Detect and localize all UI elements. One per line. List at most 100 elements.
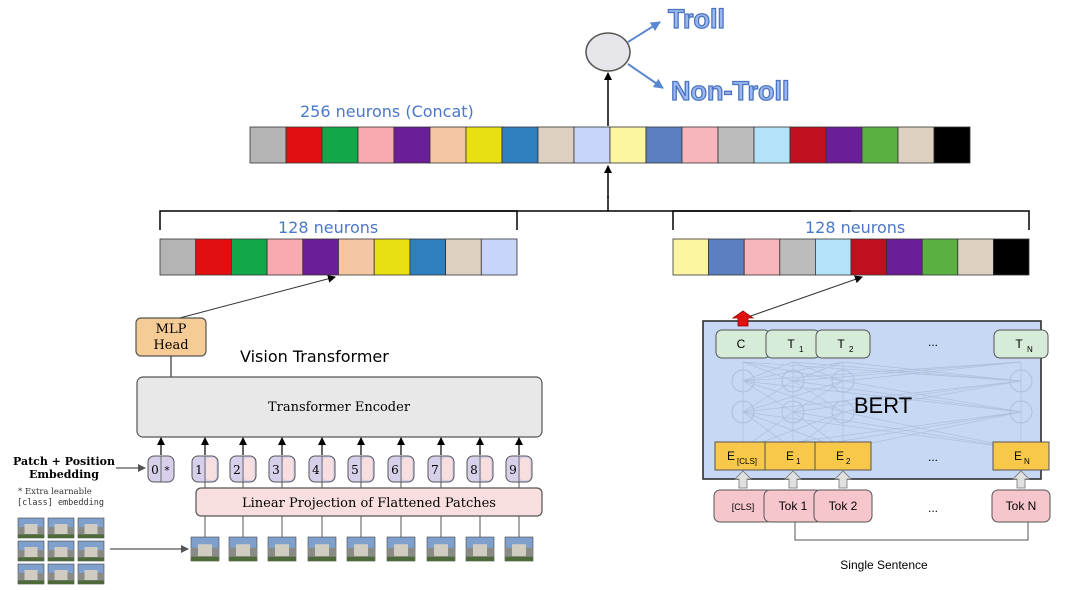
source-patch-facade bbox=[84, 524, 98, 534]
concat-cell bbox=[573, 126, 611, 164]
right-branch-cell bbox=[850, 238, 887, 276]
left-branch-cell bbox=[480, 238, 518, 276]
vit-patch-embedding bbox=[244, 458, 254, 480]
source-patch-ground bbox=[48, 580, 74, 584]
flattened-patch-facade bbox=[354, 544, 368, 557]
bert-output-label: T bbox=[787, 337, 795, 351]
source-patch-ground bbox=[18, 534, 44, 538]
right-branch-vector bbox=[672, 238, 1030, 276]
concat-cell bbox=[789, 126, 827, 164]
left-branch-cell bbox=[445, 238, 482, 276]
bert-connection bbox=[742, 380, 794, 413]
bert-embedding-label: E bbox=[786, 449, 794, 463]
vit-position-index: 7 bbox=[431, 463, 439, 477]
vit-title: Vision Transformer bbox=[240, 347, 389, 366]
concat-cell bbox=[897, 126, 935, 164]
bert-output-ellipsis: ... bbox=[928, 335, 938, 349]
source-patch-ground bbox=[78, 534, 104, 538]
troll-label: Troll bbox=[668, 4, 725, 34]
concat-cell bbox=[861, 126, 899, 164]
vit-patch-embedding bbox=[323, 458, 333, 480]
bert-input-token-label: [CLS] bbox=[732, 502, 755, 512]
mlp-head-label-line1: MLP bbox=[156, 322, 187, 337]
bert-connection bbox=[792, 361, 1022, 382]
bert-embedding-box bbox=[764, 441, 822, 471]
mlp-head-label-line2: Head bbox=[153, 338, 188, 353]
extra-learnable-note: * Extra learnable bbox=[18, 487, 92, 497]
left-branch-cell bbox=[230, 238, 268, 276]
bert-connection bbox=[842, 380, 1022, 413]
flattened-patch-facade bbox=[434, 544, 448, 557]
bert-input-arrow-icon bbox=[834, 470, 852, 489]
left-branch-cell bbox=[373, 238, 411, 276]
source-patch-ground bbox=[48, 534, 74, 538]
bert-input-ellipsis: ... bbox=[928, 501, 938, 515]
flattened-patch-facade bbox=[236, 544, 250, 557]
vit-position-index: 4 bbox=[312, 463, 320, 477]
flattened-patch-facade bbox=[512, 544, 526, 557]
bert-connection bbox=[792, 380, 844, 413]
source-patch-ground bbox=[18, 580, 44, 584]
bert-output-subscript: N bbox=[1027, 345, 1033, 354]
single-sentence-label: Single Sentence bbox=[840, 558, 928, 572]
right-branch-cell bbox=[886, 238, 923, 276]
concat-cell bbox=[285, 126, 323, 164]
concat-cell bbox=[465, 126, 503, 164]
flattened-patch-row bbox=[190, 516, 534, 562]
concat-cell bbox=[393, 126, 431, 164]
vit-patch-embedding bbox=[481, 458, 491, 480]
right-branch-label: 128 neurons bbox=[805, 218, 905, 237]
concat-cell bbox=[357, 126, 395, 164]
bert-output-subscript: 2 bbox=[849, 345, 854, 354]
right-branch-cell bbox=[957, 238, 994, 276]
concat-cell bbox=[429, 126, 467, 164]
vit-patch-embedding bbox=[520, 458, 530, 480]
output-neuron bbox=[585, 32, 631, 72]
bert-embedding-box bbox=[992, 441, 1050, 471]
right-branch-cell bbox=[672, 238, 709, 276]
concat-cell bbox=[645, 126, 683, 164]
source-image-patch-grid bbox=[17, 517, 105, 585]
bert-embedding-box bbox=[714, 441, 772, 471]
mlp-to-vector-arrow bbox=[171, 274, 336, 321]
vit-position-index: 8 bbox=[470, 463, 478, 477]
bert-input-token-label: Tok N bbox=[1006, 499, 1037, 513]
source-patch-ground bbox=[78, 557, 104, 561]
concat-cell bbox=[681, 126, 719, 164]
flattened-patch-facade bbox=[275, 544, 289, 557]
vit-patch-embedding bbox=[283, 458, 293, 480]
flattened-patch-ground bbox=[308, 556, 336, 561]
concat-cell bbox=[753, 126, 791, 164]
non-troll-label: Non-Troll bbox=[671, 76, 789, 106]
left-branch-cell bbox=[302, 238, 339, 276]
source-patch-ground bbox=[78, 580, 104, 584]
single-sentence-bracket bbox=[794, 522, 1029, 541]
concat-cell bbox=[609, 126, 647, 164]
bert-input-token-box bbox=[991, 489, 1051, 523]
concat-vector bbox=[249, 126, 971, 164]
right-branch-cell bbox=[708, 238, 745, 276]
bert-output-box bbox=[993, 329, 1049, 359]
bert-embedding-label: E bbox=[1014, 449, 1022, 463]
patch-position-label-line2: Embedding bbox=[29, 468, 99, 481]
troll-arrow bbox=[627, 21, 661, 43]
bert-connection bbox=[792, 380, 1022, 413]
patch-position-label-line1: Patch + Position bbox=[13, 455, 115, 468]
bert-embedding-subscript: N bbox=[1024, 457, 1030, 466]
bert-connection bbox=[742, 380, 1022, 413]
concat-cell bbox=[825, 126, 863, 164]
flattened-patch-facade bbox=[473, 544, 487, 557]
vit-position-index: 2 bbox=[233, 463, 241, 477]
bert-embedding-label: E bbox=[727, 449, 735, 463]
vit-patch-embedding bbox=[362, 458, 372, 480]
source-patch-facade bbox=[24, 524, 38, 534]
left-branch-cell bbox=[338, 238, 375, 276]
bert-title: BERT bbox=[854, 393, 912, 418]
right-branch-cell bbox=[993, 238, 1030, 276]
vit-patch-embedding bbox=[442, 458, 452, 480]
flattened-patch-facade bbox=[198, 544, 212, 557]
bert-embedding-subscript: 1 bbox=[796, 457, 801, 466]
bert-output-label: C bbox=[737, 337, 746, 351]
